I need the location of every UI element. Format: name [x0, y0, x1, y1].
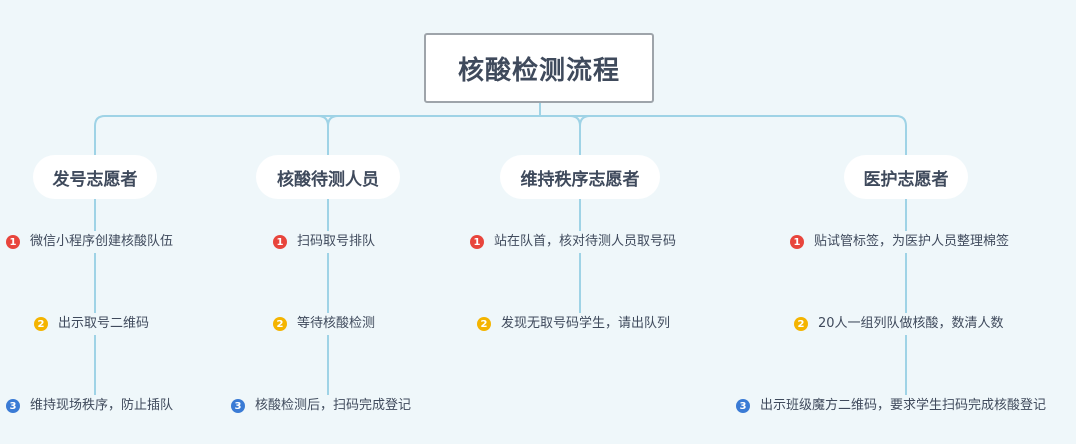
number-3-icon: 3: [6, 399, 20, 413]
root-title: 核酸检测流程: [457, 55, 620, 86]
branch-node-issuer-volunteer: 发号志愿者: [33, 155, 157, 199]
branch-label: 维持秩序志愿者: [520, 169, 640, 190]
branch-node-order-volunteer: 维持秩序志愿者: [500, 155, 660, 199]
list-item: 3 维持现场秩序，防止插队: [4, 395, 176, 417]
branch-node-medical-volunteer: 医护志愿者: [844, 155, 968, 199]
number-1-icon: 1: [470, 235, 484, 249]
branch-label: 核酸待测人员: [277, 169, 379, 190]
list-item: 1 微信小程序创建核酸队伍: [4, 231, 176, 253]
branch-label: 发号志愿者: [52, 169, 138, 190]
branch-drop-2b: [317, 115, 329, 127]
root-node: 核酸检测流程: [424, 33, 654, 103]
number-2-icon: 2: [477, 317, 491, 331]
number-1-icon: 1: [273, 235, 287, 249]
list-item: 3 核酸检测后，扫码完成登记: [229, 395, 414, 417]
list-item: 3 出示班级魔方二维码，要求学生扫码完成核酸登记: [734, 395, 1049, 417]
number-2-icon: 2: [794, 317, 808, 331]
branch-drop-3: [569, 115, 581, 155]
number-1-icon: 1: [790, 235, 804, 249]
list-item: 2 发现无取号码学生，请出队列: [475, 313, 673, 335]
number-2-icon: 2: [34, 317, 48, 331]
list-item: 1 站在队首，核对待测人员取号码: [468, 231, 679, 253]
branch-label: 医护志愿者: [863, 169, 949, 190]
branch-node-test-takers: 核酸待测人员: [256, 155, 400, 199]
number-3-icon: 3: [231, 399, 245, 413]
list-item: 2 出示取号二维码: [32, 313, 152, 335]
list-item: 1 贴试管标签，为医护人员整理棉签: [788, 231, 1012, 253]
branch-bus: [94, 115, 907, 155]
list-item: 1 扫码取号排队: [271, 231, 378, 253]
branch-drop-3b: [579, 115, 591, 127]
list-item: 2 20人一组列队做核酸，数清人数: [792, 313, 1006, 335]
number-1-icon: 1: [6, 235, 20, 249]
number-3-icon: 3: [736, 399, 750, 413]
number-2-icon: 2: [273, 317, 287, 331]
branch-drop-2: [327, 115, 339, 155]
list-item: 2 等待核酸检测: [271, 313, 378, 335]
